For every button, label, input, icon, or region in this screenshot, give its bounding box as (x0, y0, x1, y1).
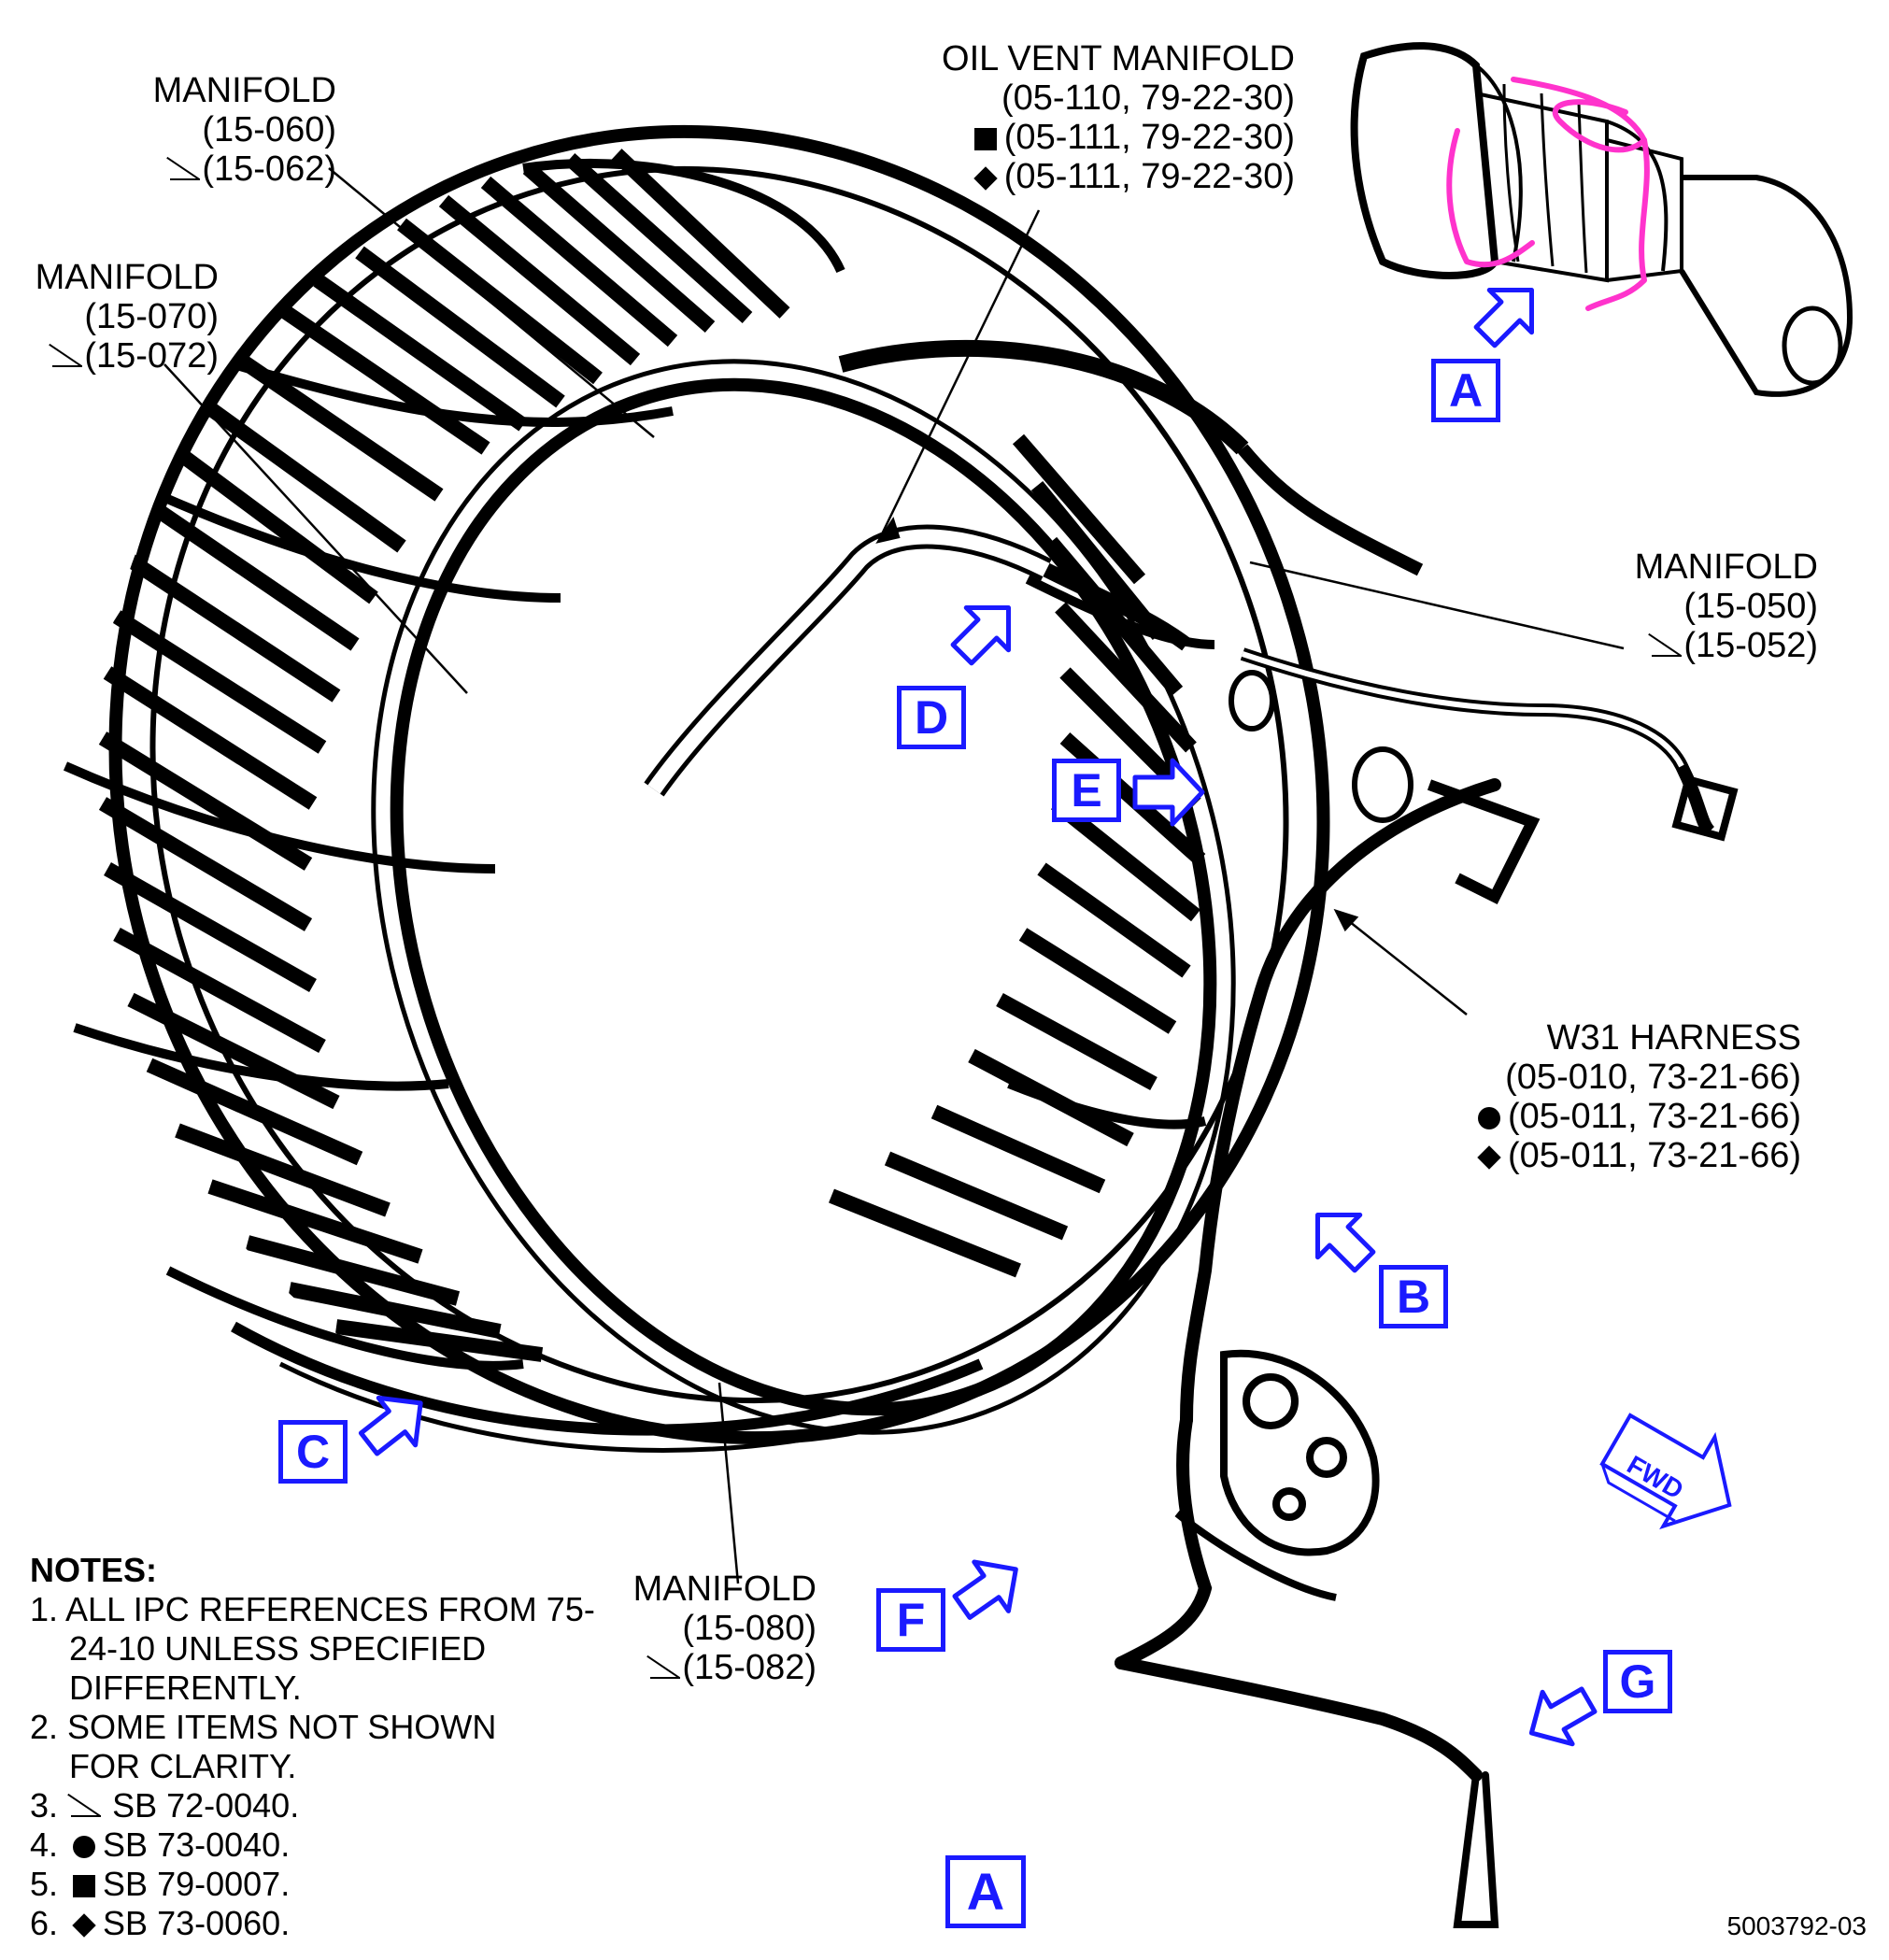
view-marker-d: D (897, 686, 966, 749)
view-marker-b: B (1379, 1265, 1448, 1328)
view-marker-c: C (278, 1420, 348, 1484)
square-symbol-icon (973, 128, 997, 150)
triangle-symbol-icon (646, 1655, 682, 1681)
diamond-symbol-icon (72, 1913, 96, 1938)
manifold-15-080-ref1: (15-080) (682, 1609, 817, 1648)
oil-vent-manifold-ref2-row: (05-111, 79-22-30) (934, 118, 1295, 157)
circle-symbol-icon (73, 1836, 96, 1858)
view-b-arrow-icon (1315, 1213, 1376, 1273)
w31-harness (1115, 778, 1501, 1928)
view-marker-a-main: A (945, 1855, 1026, 1928)
manifold-15-050-title: MANIFOLD (1634, 547, 1818, 587)
label-manifold-15-050: MANIFOLD (15-050) (15-052) (1616, 547, 1818, 665)
leader-lines (163, 167, 1625, 1584)
oil-vent-manifold-pipe (644, 339, 1424, 797)
manifold-15-070-title: MANIFOLD (35, 258, 219, 297)
triangle-symbol-icon (49, 343, 84, 369)
manifold-15-050-ref1: (15-050) (1683, 587, 1818, 626)
oil-vent-manifold-title: OIL VENT MANIFOLD (942, 39, 1295, 78)
note-6: 6. SB 73-0060. (30, 1904, 291, 1942)
note-4: 4. SB 73-0040. (30, 1825, 291, 1864)
view-e-arrow-icon (1132, 758, 1205, 827)
notes-block: NOTES: 1. ALL IPC REFERENCES FROM 75-24-… (30, 1551, 611, 1943)
w31-harness-ref3: (05-011, 73-21-66) (1507, 1136, 1801, 1175)
w31-harness-ref1: (05-010, 73-21-66) (1505, 1058, 1801, 1097)
manifold-15-080-ref2: (15-082) (682, 1648, 817, 1687)
view-marker-a-inset: A (1431, 359, 1500, 422)
engine-inset-view (1350, 42, 1853, 397)
view-a-arrow-icon (1473, 288, 1534, 348)
lower-component (1174, 1349, 1380, 1601)
view-marker-e: E (1052, 759, 1121, 822)
note-2: 2. SOME ITEMS NOT SHOWN FOR CLARITY. (30, 1708, 497, 1785)
view-g-arrow-icon (1528, 1686, 1598, 1747)
document-number: 5003792-03 (1726, 1911, 1867, 1940)
manifold-15-060-title: MANIFOLD (152, 71, 336, 110)
fwd-arrow-icon (1599, 1413, 1732, 1530)
label-w31-harness: W31 HARNESS (05-010, 73-21-66) (05-011, … (1457, 1018, 1801, 1175)
diamond-symbol-icon (1477, 1145, 1501, 1170)
triangle-symbol-icon (1648, 632, 1683, 659)
label-manifold-15-070: MANIFOLD (15-070) (15-072) (22, 258, 219, 376)
oil-vent-manifold-ref2: (05-111, 79-22-30) (1003, 118, 1295, 157)
manifold-15-080-ref2-row: (15-082) (620, 1648, 817, 1687)
view-c-arrow-icon (358, 1395, 423, 1456)
label-oil-vent-manifold: OIL VENT MANIFOLD (05-110, 79-22-30) (05… (934, 39, 1295, 196)
inset-highlight (1446, 77, 1650, 311)
view-d-arrow-icon (950, 605, 1011, 666)
manifold-15-070-ref2-row: (15-072) (22, 336, 219, 376)
oil-vent-manifold-ref3-row: (05-111, 79-22-30) (934, 157, 1295, 196)
manifold-15-070-ref2: (15-072) (84, 336, 219, 376)
diamond-symbol-icon (973, 166, 998, 191)
oil-vent-manifold-ref1: (05-110, 79-22-30) (1001, 78, 1295, 118)
triangle-symbol-icon (67, 1793, 103, 1819)
w31-harness-ref3-row: (05-011, 73-21-66) (1457, 1136, 1801, 1175)
view-marker-g: G (1603, 1650, 1672, 1713)
circle-symbol-icon (1477, 1107, 1500, 1129)
w31-harness-ref2: (05-011, 73-21-66) (1507, 1097, 1801, 1136)
notes-title: NOTES: (30, 1551, 158, 1589)
triangle-symbol-icon (166, 156, 202, 182)
view-f-arrow-icon (952, 1559, 1018, 1620)
note-3: 3. SB 72-0040. (30, 1786, 300, 1825)
view-marker-f: F (876, 1588, 945, 1652)
manifold-15-060-ref1: (15-060) (202, 110, 336, 149)
manifold-15-050-ref2-row: (15-052) (1616, 626, 1818, 665)
note-1: 1. ALL IPC REFERENCES FROM 75-24-10 UNLE… (30, 1590, 595, 1707)
w31-harness-ref2-row: (05-011, 73-21-66) (1457, 1097, 1801, 1136)
manifold-15-080-title: MANIFOLD (632, 1569, 817, 1609)
w31-harness-title: W31 HARNESS (1546, 1018, 1801, 1058)
label-manifold-15-060: MANIFOLD (15-060) (15-062) (140, 71, 336, 189)
manifold-15-060-ref2: (15-062) (202, 149, 336, 189)
oil-vent-manifold-ref3: (05-111, 79-22-30) (1003, 157, 1295, 196)
manifold-15-050-assembly (1229, 647, 1739, 905)
manifold-15-060-ref2-row: (15-062) (140, 149, 336, 189)
square-symbol-icon (73, 1875, 96, 1897)
label-manifold-15-080: MANIFOLD (15-080) (15-082) (620, 1569, 817, 1687)
manifold-15-050-ref2: (15-052) (1683, 626, 1818, 665)
manifold-15-070-ref1: (15-070) (84, 297, 219, 336)
note-5: 5. SB 79-0007. (30, 1865, 291, 1903)
